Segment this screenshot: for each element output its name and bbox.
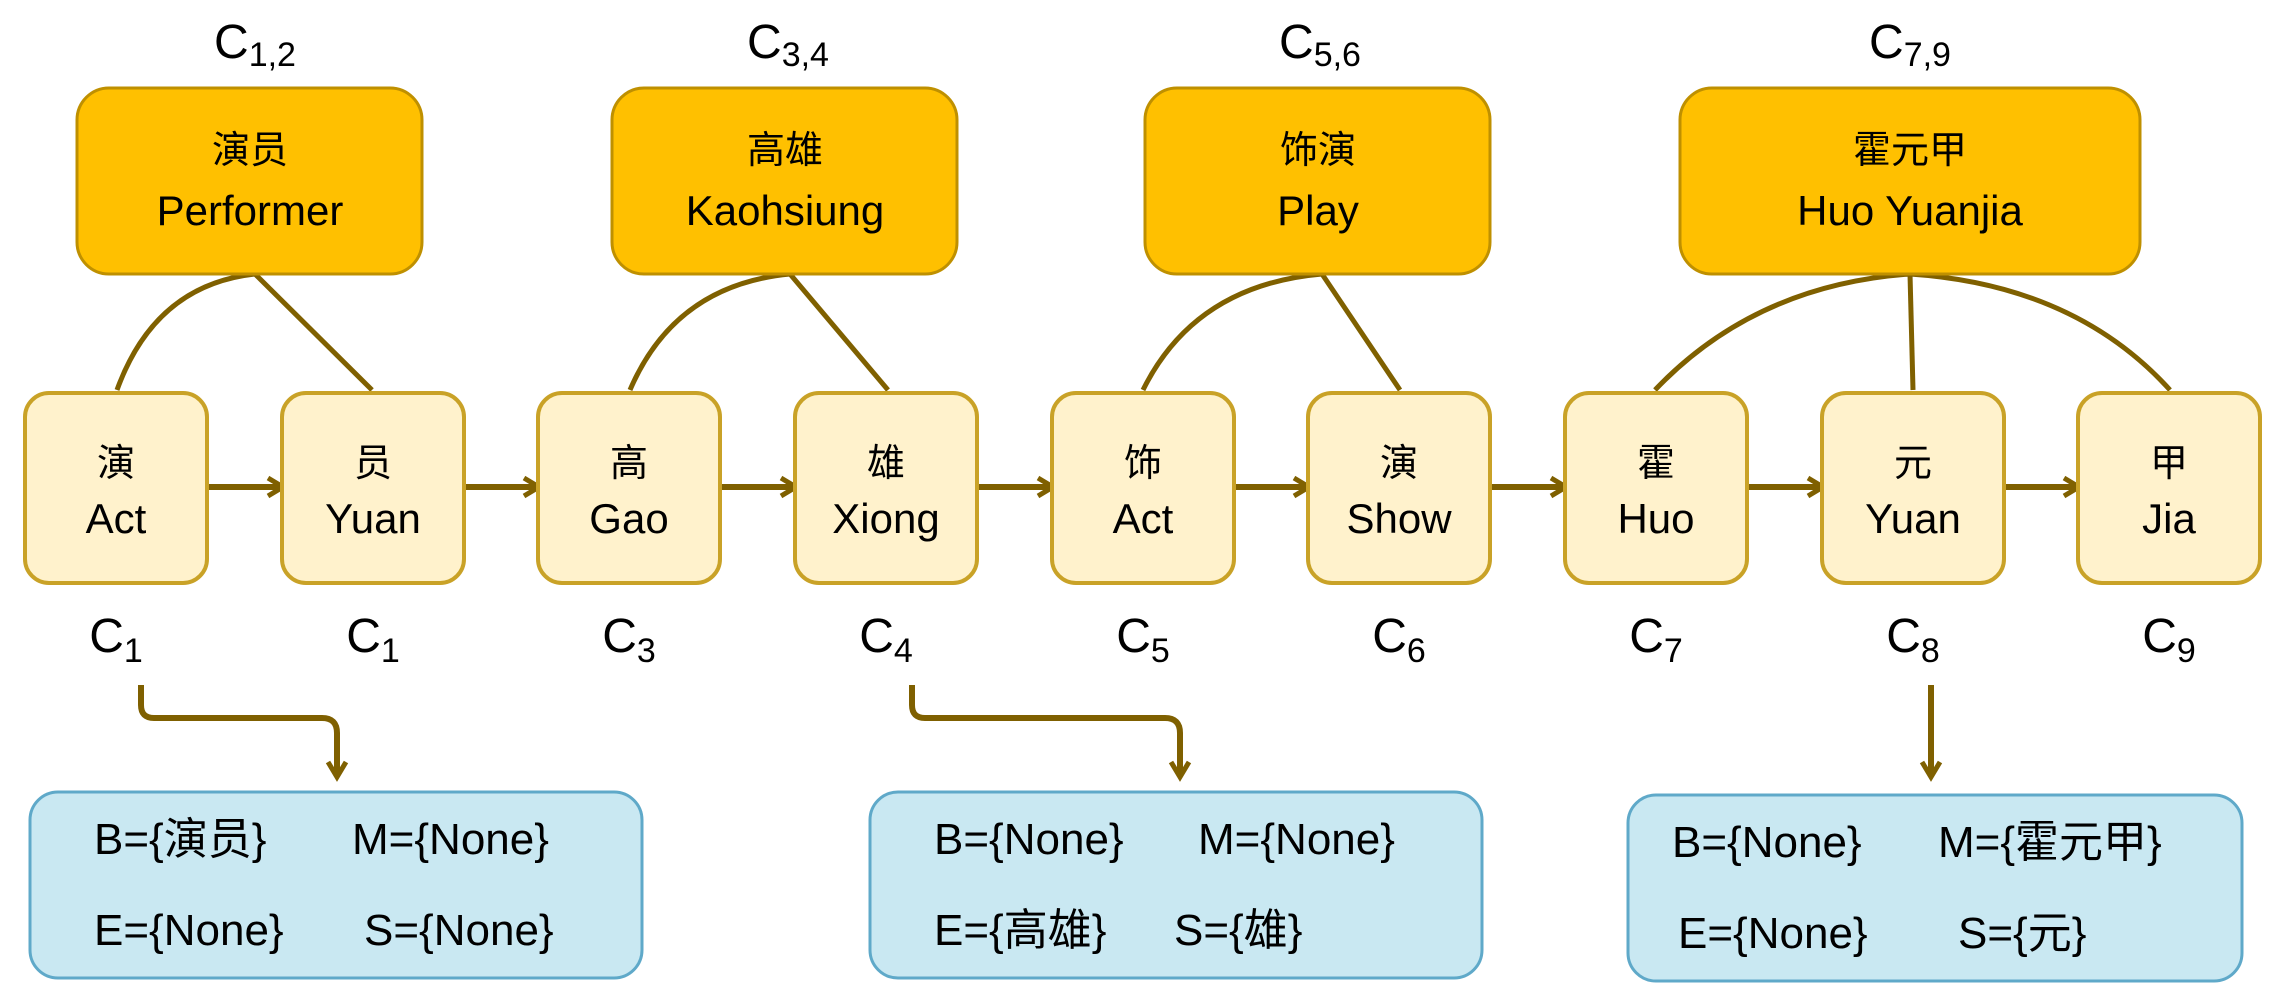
char-label: C4 [859, 610, 913, 670]
char-zh: 演 [1380, 443, 1418, 485]
char-zh: 霍 [1637, 443, 1675, 485]
char-box: 演 Act [23, 391, 209, 585]
set-arrow [138, 685, 349, 782]
word-en: Performer [157, 187, 344, 234]
char-zh: 饰 [1124, 443, 1162, 485]
char-zh: 高 [610, 443, 648, 485]
set-m: M={None} [352, 815, 549, 864]
set-s: S={雄} [1174, 906, 1302, 955]
set-box-c4: B={None} M={None} E={高雄} S={雄} [868, 790, 1484, 980]
char-en: Yuan [1865, 495, 1961, 542]
char-zh: 演 [97, 443, 135, 485]
set-e: E={None} [1678, 909, 1868, 958]
char-label: C7 [1629, 610, 1683, 670]
char-en: Jia [2142, 495, 2196, 542]
word-label: C3,4 [747, 16, 829, 74]
set-arrow [909, 685, 1192, 782]
char-box: 元 Yuan [1820, 391, 2006, 585]
word-box-huo-yuanjia: 霍元甲 Huo Yuanjia [1678, 86, 2142, 276]
word-link-line [253, 272, 374, 392]
word-en: Huo Yuanjia [1797, 187, 2023, 234]
char-en: Xiong [832, 495, 939, 542]
char-box: 甲 Jia [2076, 391, 2262, 585]
word-link-line [627, 271, 791, 391]
char-box: 员 Yuan [280, 391, 466, 585]
char-box: 饰 Act [1050, 391, 1236, 585]
word-link-line [114, 271, 256, 391]
char-label: C5 [1116, 610, 1170, 670]
char-en: Act [86, 495, 147, 542]
char-label: C9 [2142, 610, 2196, 670]
word-box-play: 饰演 Play [1143, 86, 1492, 276]
set-b: B={演员} [94, 815, 266, 864]
char-zh: 甲 [2150, 443, 2188, 485]
char-zh: 员 [354, 443, 392, 485]
char-box: 霍 Huo [1563, 391, 1749, 585]
word-links [114, 271, 2172, 392]
char-label: C8 [1886, 610, 1940, 670]
word-label: C5,6 [1279, 16, 1361, 74]
char-en: Yuan [325, 495, 421, 542]
set-box-c1: B={演员} M={None} E={None} S={None} [28, 790, 644, 980]
char-en: Act [1113, 495, 1174, 542]
word-label: C7,9 [1869, 16, 1951, 74]
set-b: B={None} [1672, 818, 1862, 867]
word-link-line [788, 272, 890, 392]
word-link-line [1653, 271, 1911, 392]
set-e: E={高雄} [934, 906, 1106, 955]
char-label: C3 [602, 610, 656, 670]
word-box-kaohsiung: 高雄 Kaohsiung [610, 86, 959, 276]
set-m: M={霍元甲} [1938, 818, 2162, 867]
char-zh: 元 [1894, 443, 1932, 485]
char-box: 高 Gao [536, 391, 722, 585]
char-box: 演 Show [1306, 391, 1492, 585]
set-s: S={元} [1958, 909, 2086, 958]
set-e: E={None} [94, 906, 284, 955]
word-link-line [1907, 273, 1916, 391]
word-link-line [1140, 271, 1323, 392]
word-label: C1,2 [214, 16, 296, 74]
char-en: Gao [589, 495, 668, 542]
word-link-line [1319, 272, 1403, 392]
word-link-line [1909, 271, 2172, 392]
word-en: Play [1277, 187, 1359, 234]
word-zh: 霍元甲 [1853, 130, 1967, 172]
word-zh: 演员 [212, 130, 288, 172]
char-box: 雄 Xiong [793, 391, 979, 585]
char-label: C1 [89, 610, 143, 670]
word-zh: 饰演 [1280, 130, 1356, 172]
set-b: B={None} [934, 815, 1124, 864]
set-m: M={None} [1198, 815, 1395, 864]
word-box-performer: 演员 Performer [75, 86, 424, 276]
char-en: Huo [1617, 495, 1694, 542]
char-en: Show [1346, 495, 1452, 542]
set-box-c8: B={None} M={霍元甲} E={None} S={元} [1626, 793, 2244, 983]
set-s: S={None} [364, 906, 554, 955]
char-label: C6 [1372, 610, 1426, 670]
word-zh: 高雄 [747, 130, 823, 172]
char-zh: 雄 [867, 443, 905, 485]
char-label: C1 [346, 610, 400, 670]
word-en: Kaohsiung [686, 187, 885, 234]
